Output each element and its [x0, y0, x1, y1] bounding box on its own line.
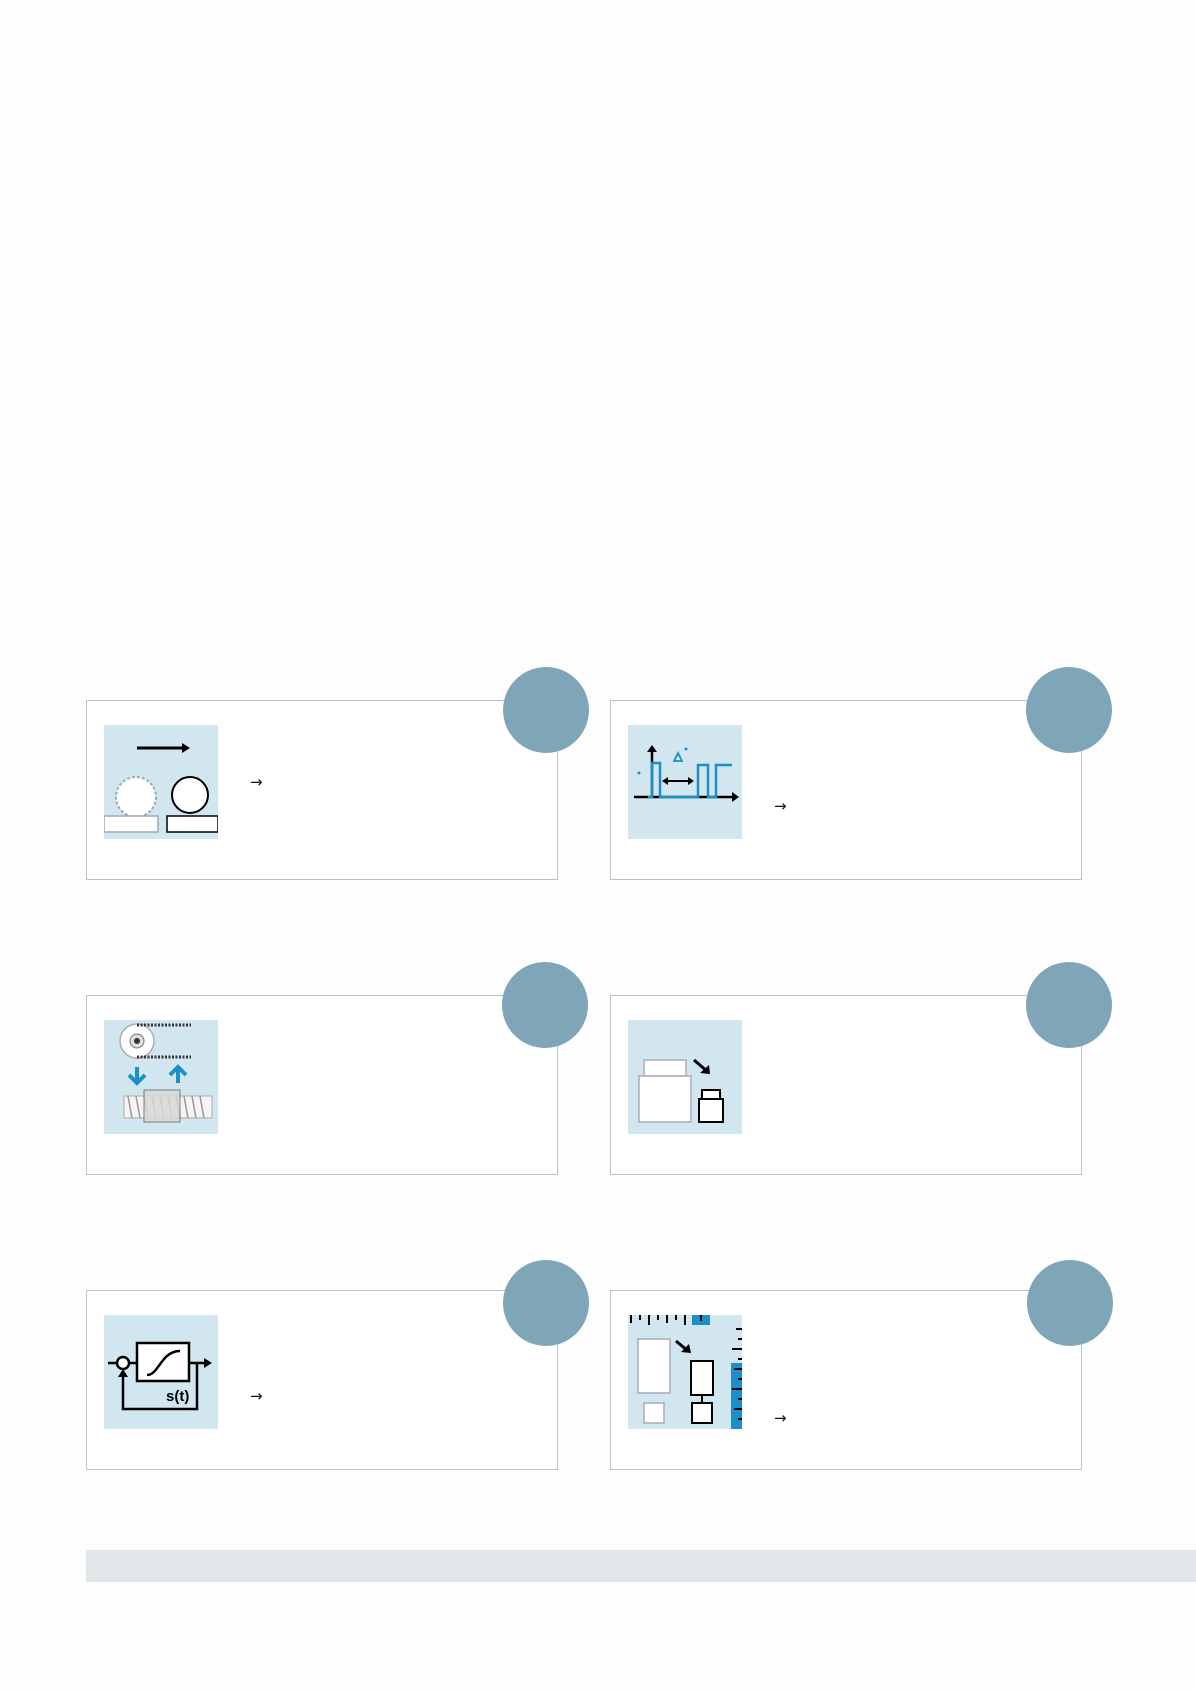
signal-pulse-icon — [628, 725, 742, 839]
footer-bar — [86, 1550, 1196, 1582]
card-rolling[interactable]: → — [86, 700, 558, 880]
weight-reduction-icon — [628, 1020, 742, 1134]
card-badge — [503, 667, 589, 753]
link-arrow[interactable]: → — [774, 797, 787, 815]
card-belt-spindle[interactable] — [86, 995, 558, 1175]
card-badge — [1026, 667, 1112, 753]
rolling-friction-icon — [104, 725, 218, 839]
scale-sizing-icon — [628, 1315, 742, 1429]
card-badge — [1026, 962, 1112, 1048]
card-control[interactable]: s(t) → — [86, 1290, 558, 1470]
card-signal[interactable]: → — [610, 700, 1082, 880]
card-badge — [502, 962, 588, 1048]
card-weight[interactable] — [610, 995, 1082, 1175]
card-badge — [503, 1260, 589, 1346]
link-arrow[interactable]: → — [250, 1387, 263, 1405]
link-arrow[interactable]: → — [250, 773, 263, 791]
link-arrow[interactable]: → — [774, 1409, 787, 1427]
control-icon-label: s(t) — [166, 1388, 189, 1405]
belt-spindle-icon — [104, 1020, 218, 1134]
control-loop-icon: s(t) — [104, 1315, 218, 1429]
card-scale[interactable]: → — [610, 1290, 1082, 1470]
card-badge — [1027, 1260, 1113, 1346]
